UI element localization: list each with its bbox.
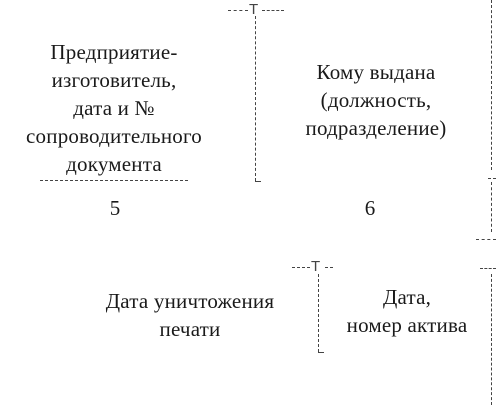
act-number-cell: Дата, номер актива: [324, 283, 490, 339]
col5-header-line-4: сопроводительного: [26, 124, 202, 148]
row2-top-border-right: [325, 267, 333, 268]
column-divider-foot: [255, 181, 261, 182]
act-number-line-2: номер актива: [346, 313, 468, 337]
top-tee-mark: T: [249, 1, 259, 18]
right-border-lower: [491, 274, 492, 405]
col5-header-line-5: документа: [66, 152, 162, 176]
col5-header-underline: [40, 180, 188, 181]
col5-header-line-2: изготовитель,: [51, 68, 177, 92]
row2-divider-foot: [318, 352, 324, 353]
right-border-tick-1: [488, 178, 496, 179]
destroy-date-line-1: Дата уничтожения: [105, 289, 275, 313]
col5-header-line-1: Предприятие-: [50, 40, 178, 64]
col6-header-line-2: (должность,: [320, 88, 432, 112]
top-border-left: [228, 10, 248, 11]
row2-column-divider: [318, 274, 319, 352]
right-border-tick-3: [480, 268, 496, 269]
column-number-5: 5: [109, 196, 121, 220]
right-border-upper: [491, 0, 492, 170]
col6-header-line-3: подразделение): [305, 116, 447, 140]
right-border-tick-2: [476, 239, 496, 240]
act-number-line-1: Дата,: [382, 285, 432, 309]
col5-header-line-3: дата и №: [73, 96, 155, 120]
col5-header: Предприятие- изготовитель, дата и № сопр…: [0, 38, 228, 178]
top-border-right: [262, 10, 284, 11]
column-number-6: 6: [364, 196, 376, 220]
right-border-mid: [491, 182, 492, 232]
destroy-date-line-2: печати: [159, 317, 221, 341]
col6-header: Кому выдана (должность, подразделение): [262, 58, 490, 142]
destroy-date-cell: Дата уничтожения печати: [70, 287, 310, 343]
column-divider-5-6: [255, 16, 256, 181]
row2-tee-mark: T: [311, 258, 321, 275]
col6-header-line-1: Кому выдана: [316, 60, 436, 84]
row2-top-border-left: [292, 267, 310, 268]
